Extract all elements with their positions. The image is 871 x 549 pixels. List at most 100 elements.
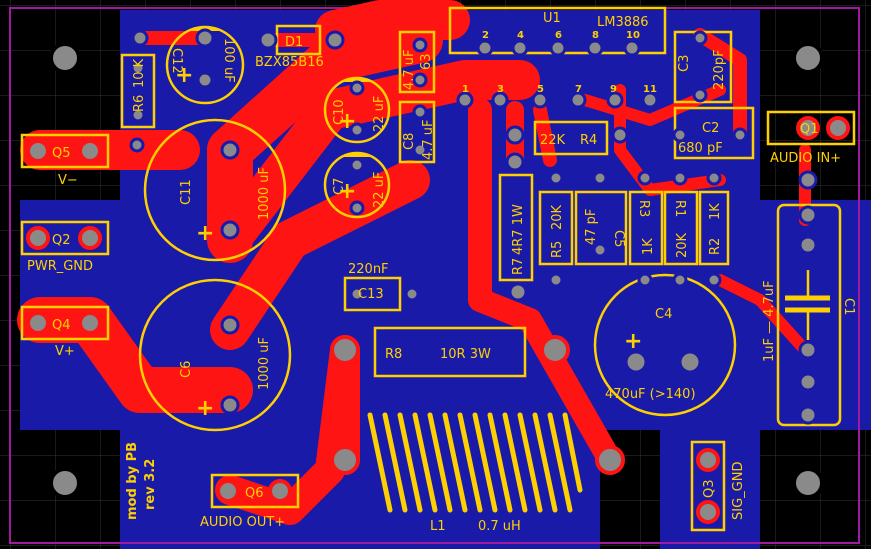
u1-pin-10: 10 bbox=[626, 30, 640, 41]
r5-ref: R5 bbox=[550, 241, 565, 258]
c1-value: 1uF — 4.7uF bbox=[762, 280, 777, 362]
q6-pad1[interactable] bbox=[216, 479, 240, 503]
q1-outline bbox=[766, 110, 856, 146]
q2-pad1[interactable] bbox=[26, 226, 50, 250]
r8-value: 10R 3W bbox=[440, 347, 491, 362]
c9-value: 4.7 uF bbox=[402, 49, 417, 90]
c4-outline bbox=[593, 273, 737, 417]
l1-coil bbox=[367, 412, 583, 513]
r1-value: 20K bbox=[675, 232, 690, 258]
u1-pin-7: 7 bbox=[575, 84, 582, 95]
c5-outline bbox=[574, 190, 628, 266]
r1-ref: R1 bbox=[672, 200, 687, 217]
r8-pad[interactable] bbox=[540, 335, 570, 365]
mod-line2: rev 3.2 bbox=[143, 459, 158, 510]
u1-ref: U1 bbox=[543, 11, 561, 26]
mounting-holes bbox=[49, 42, 824, 499]
q4-outline bbox=[20, 305, 110, 341]
u1-pin-6: 6 bbox=[555, 30, 562, 41]
q3-label: SIG_GND bbox=[731, 462, 746, 520]
c8-ref: C8 bbox=[402, 133, 417, 150]
mod-line1: mod by PB bbox=[125, 442, 140, 520]
q3-pad2[interactable] bbox=[696, 500, 720, 524]
c10-polarity-fill bbox=[340, 77, 374, 82]
q5-pad1[interactable] bbox=[26, 139, 50, 163]
l1-ref: L1 bbox=[430, 519, 446, 534]
r4-outline bbox=[533, 120, 609, 156]
u1-pin-11: 11 bbox=[643, 84, 657, 95]
d1-value: BZX85B16 bbox=[255, 55, 324, 70]
mounting-hole-br bbox=[792, 467, 824, 499]
c4-value: 470uF (>140) bbox=[605, 387, 696, 402]
svg-text:+: + bbox=[338, 109, 356, 134]
c11-outline bbox=[143, 118, 287, 262]
c13-value: 220nF bbox=[348, 262, 389, 277]
c3-ref: C3 bbox=[677, 55, 692, 72]
d1-ref: D1 bbox=[285, 35, 303, 50]
c2-ref: C2 bbox=[702, 121, 719, 136]
q2-pad2[interactable] bbox=[78, 226, 102, 250]
q5-outline bbox=[20, 133, 110, 169]
q2-outline bbox=[20, 220, 110, 256]
c9-extra: 63 bbox=[419, 53, 434, 70]
c3-value: 220pF bbox=[712, 49, 727, 90]
q6-ref: Q6 bbox=[245, 486, 264, 501]
q4-label: V+ bbox=[55, 344, 75, 359]
c9-outline bbox=[398, 30, 436, 94]
r5-outline bbox=[538, 190, 574, 266]
q1-pad1[interactable] bbox=[796, 116, 820, 140]
l1-value: 0.7 uH bbox=[478, 519, 521, 534]
u1-pin-5: 5 bbox=[537, 84, 544, 95]
c8-outline bbox=[398, 100, 436, 164]
q1-pad2[interactable] bbox=[826, 116, 850, 140]
pads bbox=[26, 116, 850, 524]
q2-ref: Q2 bbox=[52, 233, 71, 248]
q5-ref: Q5 bbox=[52, 146, 71, 161]
l1-pad-right[interactable] bbox=[330, 445, 360, 475]
r6-ref: R6 bbox=[132, 95, 147, 112]
q4-pad2[interactable] bbox=[78, 311, 102, 335]
r4-ref: R4 bbox=[580, 133, 597, 148]
q3-outline bbox=[690, 440, 726, 532]
q1-ref: Q1 bbox=[800, 122, 819, 137]
c5-ref: C5 bbox=[611, 230, 626, 247]
u1-pin-2: 2 bbox=[482, 30, 489, 41]
u1-pin-9: 9 bbox=[610, 84, 617, 95]
u1-pin-8: 8 bbox=[592, 30, 599, 41]
r6-outline bbox=[120, 53, 156, 129]
q1-label: AUDIO IN+ bbox=[770, 151, 841, 166]
r5-value: 20K bbox=[550, 204, 565, 230]
q6-label: AUDIO OUT+ bbox=[200, 515, 285, 530]
r7-ref: R7 bbox=[511, 258, 526, 275]
l1-pad-left[interactable] bbox=[330, 335, 360, 365]
r3-value: 1K bbox=[641, 238, 656, 255]
q6-outline bbox=[210, 473, 300, 509]
c12-value: 100 uF bbox=[221, 38, 236, 83]
r6-value: 10 K bbox=[132, 58, 147, 88]
u1-pin-numbers: 2 4 6 8 10 1 3 5 7 9 11 bbox=[462, 30, 657, 95]
svg-text:+: + bbox=[624, 329, 642, 354]
r8-ref: R8 bbox=[385, 347, 402, 362]
u1-value: LM3886 bbox=[597, 15, 649, 30]
c11-value: 1000 uF bbox=[257, 167, 272, 220]
q6-pad2[interactable] bbox=[268, 479, 292, 503]
l1-pad-out[interactable] bbox=[595, 445, 625, 475]
c7-value: 22 uF bbox=[372, 172, 387, 208]
q3-pad1[interactable] bbox=[696, 448, 720, 472]
c6-ref: C6 bbox=[179, 361, 194, 378]
q3-ref: Q3 bbox=[702, 479, 717, 498]
q4-pad1[interactable] bbox=[26, 311, 50, 335]
q5-pad2[interactable] bbox=[78, 139, 102, 163]
r1-outline bbox=[663, 190, 699, 266]
c10-ref: C10 bbox=[332, 99, 347, 125]
c2-value: 680 pF bbox=[678, 141, 723, 156]
r8-outline bbox=[373, 326, 527, 378]
small-pads bbox=[129, 28, 818, 425]
c1-ref: C1 bbox=[841, 298, 856, 315]
r7-value: 4R7 1W bbox=[511, 204, 526, 255]
r7-outline bbox=[498, 173, 534, 282]
u1-pin-1: 1 bbox=[462, 84, 469, 95]
polarity-marks: + + + + + + bbox=[175, 63, 642, 421]
